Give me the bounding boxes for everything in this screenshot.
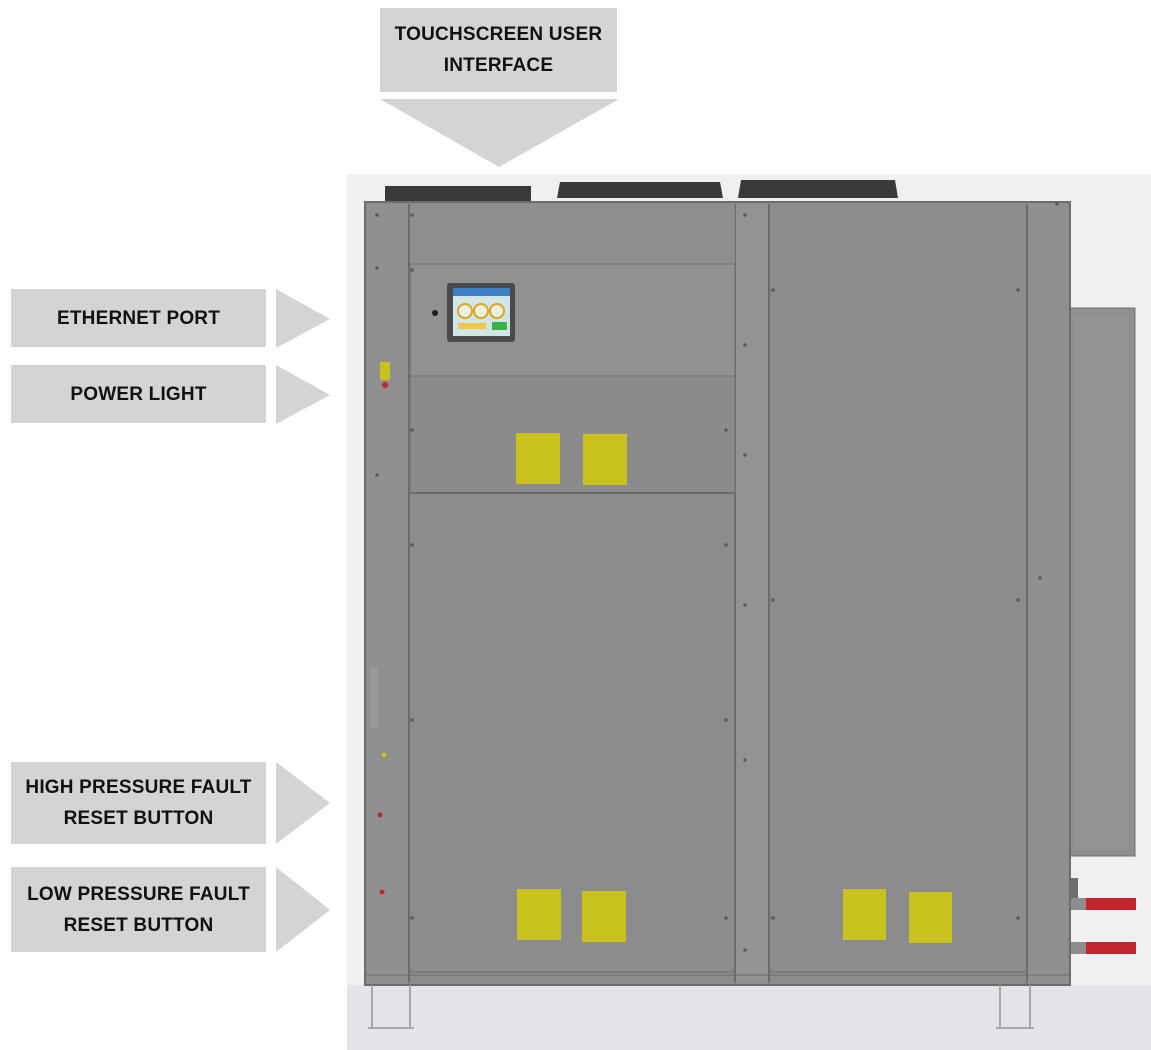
high-pressure-reset-button bbox=[377, 812, 383, 818]
warning-label bbox=[517, 889, 561, 940]
top-vent-middle bbox=[557, 182, 723, 198]
callout-power-light-label: POWER LIGHT bbox=[11, 365, 266, 423]
pipe-lower-collar bbox=[1068, 942, 1086, 954]
arrow-right-icon bbox=[276, 289, 330, 348]
gauge-icon bbox=[473, 303, 489, 319]
pipe-stub bbox=[1068, 878, 1078, 898]
warning-label bbox=[843, 889, 886, 940]
high-pressure-indicator bbox=[381, 752, 387, 758]
control-panel-lower bbox=[409, 375, 736, 494]
power-light bbox=[382, 382, 388, 388]
screen-status-ok bbox=[492, 322, 507, 330]
arrow-down-icon bbox=[380, 99, 619, 167]
callout-low-pressure-reset-label: LOW PRESSURE FAULT RESET BUTTON bbox=[11, 867, 266, 952]
side-panel-inner bbox=[1074, 316, 1129, 848]
low-pressure-reset-button bbox=[379, 889, 385, 895]
gauge-icon bbox=[457, 303, 473, 319]
ethernet-port bbox=[432, 310, 438, 316]
panel-screws bbox=[375, 202, 1059, 952]
screen-status-bar bbox=[458, 323, 486, 329]
callout-high-pressure-reset-label: HIGH PRESSURE FAULT RESET BUTTON bbox=[11, 762, 266, 844]
warning-label bbox=[909, 892, 952, 943]
top-vent-right bbox=[738, 180, 898, 198]
top-vent-left bbox=[385, 186, 531, 204]
callout-ethernet-port-label: ETHERNET PORT bbox=[11, 289, 266, 347]
control-panel-top bbox=[410, 204, 735, 264]
left-edge-grille bbox=[370, 668, 378, 728]
arrow-right-icon bbox=[276, 867, 330, 952]
center-column bbox=[735, 204, 769, 983]
cabinet-left-strip bbox=[367, 204, 409, 983]
cabinet-legs bbox=[368, 985, 1034, 1029]
floor-shadow bbox=[347, 985, 1151, 1050]
touchscreen-header bbox=[453, 288, 510, 296]
cabinet-right-strip bbox=[1027, 204, 1068, 983]
pipe-upper-collar bbox=[1068, 898, 1086, 910]
callout-touchscreen-label: TOUCHSCREEN USER INTERFACE bbox=[380, 8, 617, 92]
arrow-right-icon bbox=[276, 365, 330, 424]
power-light-housing bbox=[380, 362, 390, 380]
warning-label bbox=[582, 891, 626, 942]
arrow-right-icon bbox=[276, 762, 330, 844]
gauge-icon bbox=[489, 303, 505, 319]
warning-label bbox=[583, 434, 627, 485]
warning-label bbox=[516, 433, 560, 484]
